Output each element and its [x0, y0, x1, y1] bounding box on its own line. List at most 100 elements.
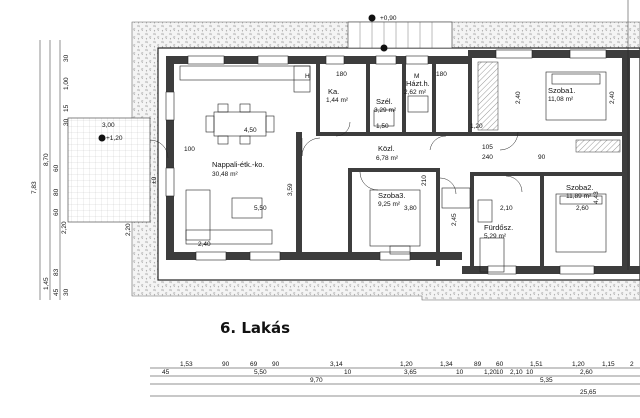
dim-row1-item: 1,15	[602, 361, 615, 368]
wardrobe-hall	[575, 139, 621, 153]
dim-row2-item: 10	[526, 369, 534, 376]
dim-row1-item: 1,20	[400, 361, 413, 368]
dim-row1-item: 1,34	[440, 361, 453, 368]
dim-row1-item: 2	[630, 361, 634, 368]
room-name-toilet: Szél.	[376, 97, 393, 106]
dim-label: 2,10	[500, 205, 513, 212]
dim-left-item: 60	[53, 164, 60, 172]
dim-label: M	[414, 73, 419, 80]
dim-label: 1,50	[376, 123, 389, 130]
dim-label: 2,40	[515, 91, 522, 104]
bottom-dimension-row-4: 25,65	[580, 389, 597, 396]
dim-right-item: 7,83	[31, 181, 38, 194]
dim-label: 100	[184, 146, 195, 153]
room-name-bed2: Szoba2.	[566, 183, 594, 192]
level-mark-terrace: +1,20	[106, 135, 123, 142]
dim-row1-item: 90	[222, 361, 230, 368]
dim-row2-item: 2,10	[510, 369, 523, 376]
terrace	[67, 117, 151, 223]
dimension-lines-left	[39, 0, 629, 300]
dim-row3-item: 9,70	[310, 377, 323, 384]
dim-left-item: 80	[53, 188, 60, 196]
dim-label: 180	[436, 71, 447, 78]
dim-left-item: 60	[53, 208, 60, 216]
dim-label: 210	[421, 175, 428, 186]
dim-label: 180	[336, 71, 347, 78]
door-swings	[149, 121, 523, 195]
dim-left-item: 1,00	[63, 77, 70, 90]
stair-treads	[359, 22, 433, 48]
dim-label: 2,20	[125, 223, 132, 236]
room-area-bed3: 9,25 m²	[378, 201, 401, 208]
dim-row1-item: 60	[496, 361, 504, 368]
dim-row3-item: 5,35	[540, 377, 553, 384]
room-name-bed1: Szoba1.	[548, 86, 576, 95]
room-name-bath: Fürdősz.	[484, 223, 513, 232]
dim-left-item: 30	[63, 288, 70, 296]
room-area-living: 30,48 m²	[212, 171, 238, 178]
dim-left-item: 45	[53, 288, 60, 296]
room-area-pantry: 1,44 m²	[326, 97, 349, 104]
dim-row1-item: 90	[272, 361, 280, 368]
room-name-bed3: Szoba3.	[378, 191, 406, 200]
stair-core	[347, 21, 453, 49]
dim-label: 2,45	[451, 213, 458, 226]
bottom-dimension-row-1: 1,53 90 69 90 3,14 1,20 1,34 89 60 1,51 …	[180, 361, 634, 368]
dim-label: 4,50	[244, 127, 257, 134]
dim-row2-item: 2,60	[580, 369, 593, 376]
dim-label: 3,80	[404, 205, 417, 212]
room-area-hall: 6,78 m²	[376, 155, 399, 162]
level-target-icon	[98, 134, 106, 142]
dim-row2-item: 45	[162, 369, 170, 376]
room-name-utility: Házt.h.	[406, 79, 430, 88]
dim-left-item: 8,70	[43, 153, 50, 166]
room-area-utility: 2,62 m²	[404, 89, 427, 96]
dim-row2-item: 10	[496, 369, 504, 376]
dim-label: 2,40	[198, 241, 211, 248]
dim-row1-item: 1,51	[530, 361, 543, 368]
dim-row2-item: 10	[456, 369, 464, 376]
dim-row2-item: 5,50	[254, 369, 267, 376]
dimension-lines-bottom	[150, 367, 640, 397]
level-target-icon	[368, 14, 376, 22]
exterior-walls	[166, 50, 640, 274]
wardrobe-bed1	[477, 61, 499, 131]
left-dimension-column: 30 1,00 15 30 60 80 60 8,70 2,20 83 1,45…	[31, 54, 70, 296]
dim-left-item: 30	[63, 54, 70, 62]
room-area-bed1: 11,08 m²	[548, 96, 574, 103]
dim-row1-item: 1,20	[572, 361, 585, 368]
level-mark-top: +0,90	[380, 15, 397, 22]
building-footprint	[157, 47, 640, 281]
dim-left-item: 1,45	[43, 277, 50, 290]
dim-row1-item: 89	[474, 361, 482, 368]
dim-row2-item: 1,20	[484, 369, 497, 376]
bottom-dimension-row-2: 45 5,50 10 3,65 10 1,20 10 2,10 10 2,60	[162, 369, 593, 376]
dim-row1-item: 1,53	[180, 361, 193, 368]
dim-label: 105	[482, 144, 493, 151]
room-name-hall: Közl.	[378, 144, 395, 153]
room-name-pantry: Ka.	[328, 87, 339, 96]
furniture	[179, 65, 607, 273]
dim-label: 90	[538, 154, 546, 161]
dim-row4-item: 25,65	[580, 389, 597, 396]
room-area-toilet: 3,29 m²	[374, 107, 397, 114]
windows	[165, 49, 607, 275]
dim-row2-item: 10	[344, 369, 352, 376]
dim-label: 5,50	[254, 205, 267, 212]
dim-row2-item: 3,65	[404, 369, 417, 376]
dim-label: 2,40	[609, 91, 616, 104]
dim-left-item: 30	[63, 118, 70, 126]
level-target-icon	[380, 44, 388, 52]
dim-row1-item: 3,14	[330, 361, 343, 368]
dim-label: 3,00	[102, 122, 115, 129]
dim-label: 2,60	[576, 205, 589, 212]
plan-title: 6. Lakás	[220, 319, 290, 337]
interior-walls	[296, 58, 622, 272]
room-area-bed2: 11,89 m²	[566, 193, 592, 200]
dim-left-item: 2,20	[61, 221, 68, 234]
dim-row1-item: 69	[250, 361, 258, 368]
level-mark-entry: ±0	[151, 176, 158, 184]
dim-label: 240	[482, 154, 493, 161]
room-area-bath: 5,29 m²	[484, 233, 507, 240]
